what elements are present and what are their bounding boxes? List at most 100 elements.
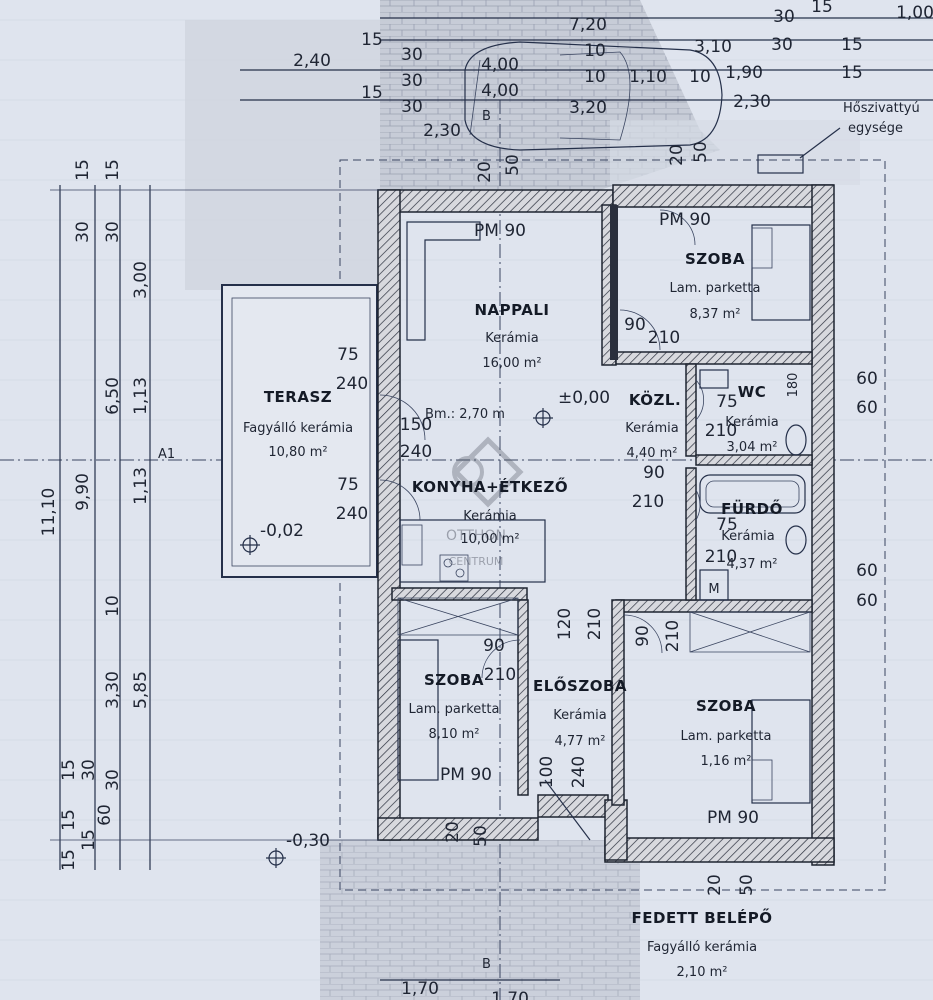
room-floor-szoba-top: Lam. parketta: [670, 281, 761, 296]
dim-left: 15: [59, 849, 79, 871]
level-zero-label: ±0,00: [558, 388, 610, 408]
door-tag-szoba-right: PM 90: [707, 808, 759, 828]
dim-left: 15: [73, 159, 93, 181]
dim-interior: 20: [667, 144, 687, 166]
dim-interior: 210: [632, 492, 664, 512]
dim-top: 30: [773, 7, 795, 27]
room-name-nappali: NAPPALI: [474, 301, 549, 319]
room-floor-wc: Kerámia: [725, 415, 778, 430]
dim-left: 1,13: [131, 377, 151, 415]
section-label-bottom: B: [482, 957, 491, 972]
dim-left: 3,00: [131, 261, 151, 299]
dim-top: 2,30: [733, 92, 771, 112]
dim-interior: 100: [537, 756, 557, 788]
dim-interior: 210: [705, 421, 737, 441]
dim-interior: 60: [856, 369, 878, 389]
room-name-szoba-top: SZOBA: [685, 250, 745, 268]
dim-interior: 210: [484, 665, 516, 685]
dim-top: 2,40: [293, 51, 331, 71]
room-name-terasz: TERASZ: [264, 388, 332, 406]
dim-interior: 240: [336, 374, 368, 394]
dim-interior: 50: [471, 825, 491, 847]
room-floor-fedett: Fagyálló kerámia: [647, 940, 757, 955]
dim-interior: 90: [633, 625, 653, 647]
room-floor-szoba-left: Lam. parketta: [409, 702, 500, 717]
dim-interior: 240: [400, 442, 432, 462]
dim-bottom: 1,70: [491, 989, 529, 1000]
room-name-szoba-right: SZOBA: [696, 697, 756, 715]
level-terrace-label: -0,02: [260, 521, 304, 541]
dim-interior: 50: [503, 154, 523, 176]
dim-left: 11,10: [39, 488, 59, 537]
dim-interior: 210: [663, 620, 683, 652]
level-outside-label: -0,30: [286, 831, 330, 851]
dim-left: 15: [59, 759, 79, 781]
dim-left: 30: [79, 759, 99, 781]
dim-interior: 210: [585, 608, 605, 640]
dim-top: 10: [584, 41, 606, 61]
door-tag-szoba-left: PM 90: [440, 765, 492, 785]
watermark-logo: OTTHON CENTRUM: [446, 436, 524, 568]
dim-top: 10: [584, 67, 606, 87]
dim-left: 60: [95, 804, 115, 826]
room-height-label: Bm.: 2,70 m: [425, 407, 505, 422]
dim-left: 30: [73, 221, 93, 243]
room-name-furdo: FÜRDŐ: [721, 498, 783, 518]
door-swings: [379, 209, 705, 841]
room-floor-nappali: Kerámia: [485, 331, 538, 346]
watermark-text-1: OTTHON: [446, 528, 506, 544]
dim-left: 30: [103, 769, 123, 791]
annotations: Hőszivattyú egysége ±0,00 -0,02 -0,30 Bm…: [158, 101, 920, 972]
heatpump-label-2: egysége: [848, 121, 903, 136]
dim-left: 15: [59, 809, 79, 831]
watermark-text-2: CENTRUM: [449, 555, 504, 568]
room-labels: NAPPALI Kerámia 16,00 m² SZOBA Lam. park…: [243, 250, 783, 980]
room-area-wc: 3,04 m²: [727, 440, 778, 455]
dim-top: 30: [401, 71, 423, 91]
room-name-kozl: KÖZL.: [629, 390, 681, 409]
bottom-dimension-labels: 1,70 1,70: [401, 979, 529, 1000]
room-name-wc: WC: [738, 383, 767, 401]
dim-interior: 20: [443, 821, 463, 843]
dim-top: 2,30: [423, 121, 461, 141]
dim-left: 15: [103, 159, 123, 181]
left-dimension-labels: 11,10 9,90 6,50 3,00 1,13 1,13 5,85 3,30…: [39, 159, 151, 871]
room-floor-eloszoba: Kerámia: [553, 708, 606, 723]
dim-interior: 90: [624, 315, 646, 335]
dim-interior: 210: [648, 328, 680, 348]
dim-interior: 240: [569, 756, 589, 788]
door-tag-nappali: PM 90: [474, 221, 526, 241]
room-area-szoba-right: 1,16 m²: [701, 754, 752, 769]
dim-interior: 75: [716, 392, 738, 412]
heatpump-label-1: Hőszivattyú: [843, 101, 920, 116]
dim-interior: 50: [737, 874, 757, 896]
room-name-fedett: FEDETT BELÉPŐ: [632, 907, 773, 927]
dim-left: 3,30: [103, 671, 123, 709]
interior-walls: [391, 204, 813, 806]
room-floor-szoba-right: Lam. parketta: [681, 729, 772, 744]
car-outline: [464, 41, 723, 151]
interior-dimension-labels: 75 240 150 240 75 240 90 210 75 210 90 2…: [336, 141, 878, 896]
dim-left: 1,13: [131, 467, 151, 505]
dim-interior: 150: [400, 415, 432, 435]
dim-top: 30: [401, 97, 423, 117]
dim-bottom: 1,70: [401, 979, 439, 999]
dim-top: 15: [841, 35, 863, 55]
dim-top: 30: [401, 45, 423, 65]
dim-top: 15: [361, 30, 383, 50]
dim-interior: 20: [705, 874, 725, 896]
room-name-eloszoba: ELŐSZOBA: [533, 675, 627, 695]
dim-left: 6,50: [103, 377, 123, 415]
dim-interior: 75: [716, 515, 738, 535]
dim-top: 15: [811, 0, 833, 17]
axis-label: A1: [158, 447, 175, 462]
room-area-terasz: 10,80 m²: [268, 445, 327, 460]
dim-top: 15: [361, 83, 383, 103]
dim-top: 1,90: [725, 63, 763, 83]
dim-interior: 20: [475, 161, 495, 183]
dim-interior: 60: [856, 398, 878, 418]
dimension-lines: [50, 17, 933, 981]
room-floor-konyha: Kerámia: [463, 509, 516, 524]
dim-top: 1,10: [629, 67, 667, 87]
